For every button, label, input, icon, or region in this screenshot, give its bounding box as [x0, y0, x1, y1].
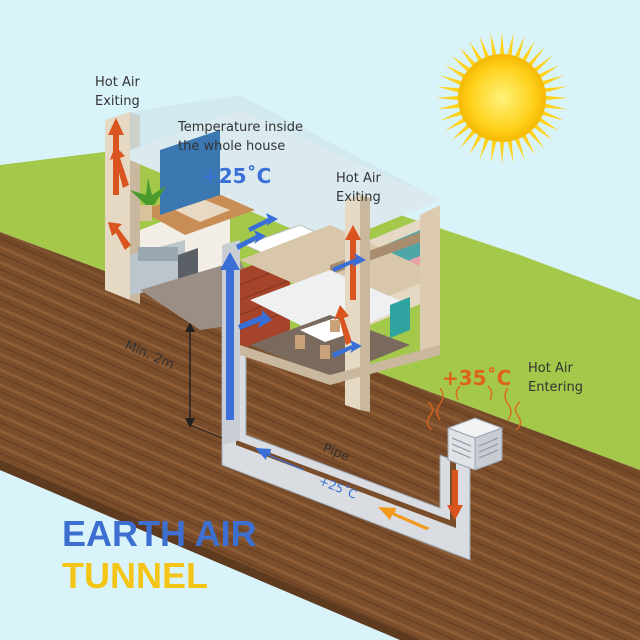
sun-ray: [444, 118, 465, 131]
sun-ray: [451, 55, 470, 72]
sun-ray: [528, 130, 545, 149]
sun-ray: [439, 75, 462, 85]
sun-icon: [436, 32, 568, 164]
sun-ray: [499, 141, 505, 164]
sun-ray: [542, 111, 565, 121]
title-line-1: EARTH AIR: [62, 513, 257, 554]
sun-ray: [437, 86, 460, 93]
outside-temperature: +35˚C: [442, 366, 511, 390]
sun-disc: [458, 54, 546, 142]
sun-ray: [534, 55, 553, 72]
sun-ray: [542, 75, 565, 85]
air-intake-unit: [426, 385, 522, 471]
sun-ray: [499, 32, 505, 55]
sun-ray: [459, 47, 476, 66]
sun-ray: [528, 47, 545, 66]
sun-ray: [439, 111, 462, 121]
title-line-2: TUNNEL: [62, 555, 208, 596]
hot-air-exiting-left-label: Hot Air Exiting: [95, 75, 144, 109]
soil-bottom-edge: [0, 460, 420, 640]
depth-marker: [185, 322, 223, 439]
sun-ray: [507, 140, 514, 163]
sun-ray: [444, 65, 465, 78]
sun-ray: [451, 124, 470, 141]
sun-ray: [515, 138, 525, 161]
sun-ray: [534, 124, 553, 141]
sun-ray: [544, 103, 567, 110]
hot-air-exiting-right-label: Hot Air Exiting: [336, 171, 385, 205]
sun-ray: [437, 103, 460, 110]
air-flow-arrows: [108, 118, 463, 530]
pipe: [221, 319, 471, 561]
sun-ray: [490, 33, 497, 56]
temperature-inside-label: Temperature inside the whole house: [177, 120, 307, 154]
sun-ray: [539, 118, 560, 131]
sun-ray: [469, 40, 482, 61]
hot-air-entering-label: Hot Air Entering: [528, 361, 583, 395]
sun-ray: [522, 40, 535, 61]
sun-ray: [436, 95, 459, 101]
sun-ray: [469, 135, 482, 156]
sun-ray: [545, 95, 568, 101]
sun-ray: [507, 33, 514, 56]
sun-ray: [515, 35, 525, 58]
sun-ray: [459, 130, 476, 149]
sun-ray: [479, 35, 489, 58]
sun-ray: [490, 140, 497, 163]
sun-ray: [544, 86, 567, 93]
sun-ray: [479, 138, 489, 161]
sun-ray: [539, 65, 560, 78]
sun-ray: [522, 135, 535, 156]
sky-bottom: [0, 470, 640, 640]
inside-temperature: +25˚C: [202, 164, 271, 188]
plant-icon: [130, 178, 166, 221]
